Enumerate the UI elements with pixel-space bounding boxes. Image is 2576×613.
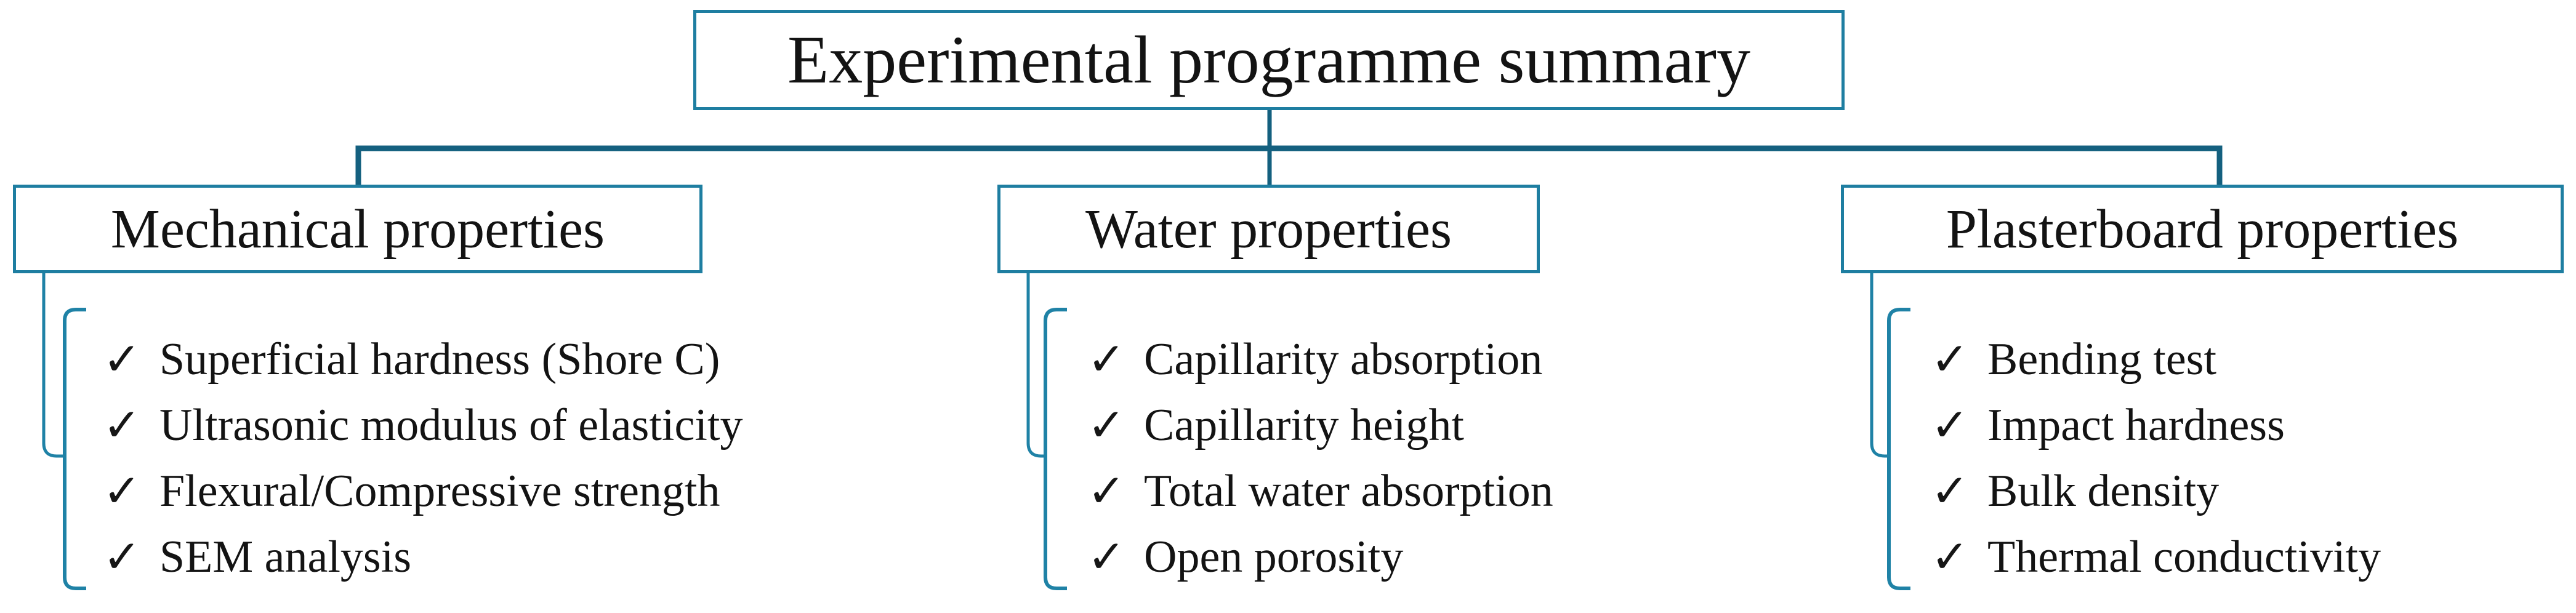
checklist-item-label: Open porosity: [1144, 531, 1404, 582]
title-box: Experimental programme summary: [693, 10, 1845, 110]
mechanical-bracket: [63, 308, 86, 590]
checklist-item: ✓ SEM analysis: [103, 524, 743, 590]
plasterboard-checklist: ✓ Bending test ✓ Impact hardness ✓ Bulk …: [1931, 326, 2381, 590]
checklist-item-label: Impact hardness: [1987, 399, 2285, 451]
check-icon: ✓: [103, 464, 142, 518]
check-icon: ✓: [1931, 530, 1970, 583]
check-icon: ✓: [1087, 464, 1126, 518]
mechanical-checklist: ✓ Superficial hardness (Shore C) ✓ Ultra…: [103, 326, 743, 590]
checklist-item: ✓ Capillarity absorption: [1087, 326, 1553, 392]
mechanical-properties-box: Mechanical properties: [13, 185, 702, 273]
mechanical-properties-label: Mechanical properties: [110, 198, 605, 260]
plasterboard-properties-box: Plasterboard properties: [1841, 185, 2564, 273]
checklist-item-label: Bending test: [1987, 334, 2217, 385]
checklist-item: ✓ Ultrasonic modulus of elasticity: [103, 392, 743, 458]
water-elbow-line: [1026, 273, 1046, 458]
horizontal-connector-line: [355, 145, 2223, 186]
diagram-title: Experimental programme summary: [787, 22, 1750, 97]
check-icon: ✓: [1087, 332, 1126, 386]
check-icon: ✓: [103, 398, 142, 452]
check-icon: ✓: [1087, 398, 1126, 452]
checklist-item-label: Bulk density: [1987, 465, 2220, 516]
check-icon: ✓: [1931, 332, 1970, 386]
checklist-item: ✓ Impact hardness: [1931, 392, 2381, 458]
water-properties-label: Water properties: [1085, 198, 1452, 260]
checklist-item: ✓ Bulk density: [1931, 458, 2381, 524]
mechanical-elbow-line: [42, 273, 65, 458]
checklist-item-label: Capillarity height: [1144, 399, 1464, 451]
plasterboard-elbow-line: [1870, 273, 1890, 458]
water-bracket: [1044, 308, 1067, 590]
checklist-item-label: Superficial hardness (Shore C): [159, 334, 720, 385]
checklist-item-label: Thermal conductivity: [1987, 531, 2381, 582]
checklist-item: ✓ Open porosity: [1087, 524, 1553, 590]
check-icon: ✓: [1931, 398, 1970, 452]
check-icon: ✓: [1931, 464, 1970, 518]
checklist-item: ✓ Bending test: [1931, 326, 2381, 392]
checklist-item-label: Capillarity absorption: [1144, 334, 1543, 385]
checklist-item-label: Flexural/Compressive strength: [159, 465, 720, 516]
checklist-item-label: SEM analysis: [159, 531, 412, 582]
plasterboard-bracket: [1887, 308, 1910, 590]
checklist-item: ✓ Capillarity height: [1087, 392, 1553, 458]
checklist-item-label: Total water absorption: [1144, 465, 1553, 516]
check-icon: ✓: [103, 332, 142, 386]
water-properties-box: Water properties: [997, 185, 1540, 273]
checklist-item: ✓ Thermal conductivity: [1931, 524, 2381, 590]
plasterboard-properties-label: Plasterboard properties: [1946, 198, 2459, 260]
check-icon: ✓: [1087, 530, 1126, 583]
checklist-item: ✓ Flexural/Compressive strength: [103, 458, 743, 524]
check-icon: ✓: [103, 530, 142, 583]
checklist-item-label: Ultrasonic modulus of elasticity: [159, 399, 743, 451]
checklist-item: ✓ Total water absorption: [1087, 458, 1553, 524]
checklist-item: ✓ Superficial hardness (Shore C): [103, 326, 743, 392]
water-checklist: ✓ Capillarity absorption ✓ Capillarity h…: [1087, 326, 1553, 590]
